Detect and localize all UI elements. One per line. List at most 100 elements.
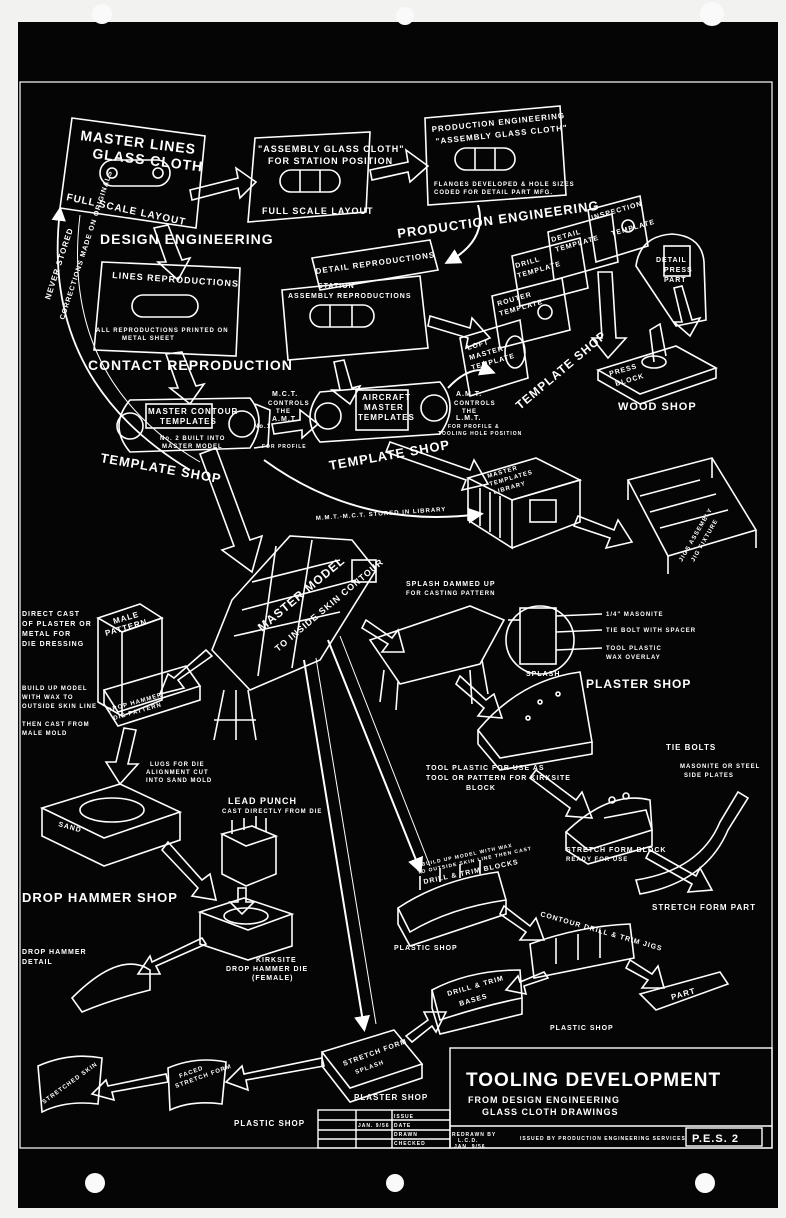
splash-section-3: TOOL PLASTIC — [606, 646, 662, 652]
drill-trim-bases — [431, 969, 523, 1035]
amt-controls-6: TOOLING HOLE POSITION — [438, 431, 522, 437]
prod-glass-note2: CODED FOR DETAIL PART MFG. — [434, 190, 553, 196]
arrow-mct-to-library — [263, 459, 484, 524]
arrow-glass-to-assembly — [189, 166, 258, 201]
sand-mold — [39, 783, 183, 867]
mct-title2: TEMPLATES — [160, 417, 217, 426]
mct-note1: No. 2 BUILT INTO — [160, 436, 225, 442]
issued-by: ISSUED BY PRODUCTION ENGINEERING SERVICE… — [520, 1136, 686, 1142]
detail-reproductions-sheet — [281, 239, 439, 361]
amt-controls-4: L.M.T. — [456, 415, 481, 422]
mct-controls-4: A.M.T. — [272, 416, 298, 423]
mct-controls-1: M.C.T. — [272, 391, 298, 398]
assembly-glass-cloth — [247, 131, 371, 223]
master-contour-templates — [116, 397, 271, 453]
arrow-design-down — [152, 224, 192, 282]
kirksite-die — [197, 897, 295, 961]
assembly-glass-sub: FOR STATION POSITION — [268, 156, 393, 166]
mct-controls-2: CONTROLS — [268, 401, 310, 407]
splash-dammed-2: FOR CASTING PATTERN — [406, 591, 495, 597]
drill-trim-blocks — [396, 860, 508, 947]
detail-template — [547, 212, 619, 282]
lugs-2: ALIGNMENT CUT — [146, 770, 209, 776]
direct-cast-2: OF PLASTER OR — [22, 621, 92, 628]
tool-plastic-2: TOOL OR PATTERN FOR KIRKSITE — [426, 775, 571, 782]
arrow-die-to-detail — [136, 936, 208, 975]
title-block-frame — [317, 1047, 773, 1149]
mct-title1: MASTER CONTOUR — [148, 407, 238, 416]
lead-punch-title: LEAD PUNCH — [228, 796, 297, 806]
direct-cast-1: DIRECT CAST — [22, 611, 80, 618]
loft-master-template — [459, 318, 529, 398]
drawn-initials: L.C.D. — [458, 1138, 478, 1144]
drawn-date: JAN. 9/56 — [454, 1144, 486, 1150]
splash-section-4: WAX OVERLAY — [606, 655, 661, 661]
tie-bolts-label: TIE BOLTS — [666, 743, 716, 752]
assembly-glass-title: "ASSEMBLY GLASS CLOTH" — [258, 144, 405, 154]
kirksite-2: DROP HAMMER DIE — [226, 966, 308, 973]
stretch-form-block — [564, 792, 653, 865]
tooling-development-title: TOOLING DEVELOPMENT — [466, 1070, 721, 1091]
detail-press-part — [635, 233, 707, 327]
lugs-3: INTO SAND MOLD — [146, 778, 212, 784]
drill-template — [511, 237, 589, 307]
lugs-1: LUGS FOR DIE — [150, 762, 205, 768]
arrow-production-down — [444, 204, 481, 264]
lines-repro-note2: METAL SHEET — [122, 336, 175, 342]
plaster-shop-right-label: PLASTER SHOP — [586, 677, 691, 691]
splash-dammed — [368, 605, 506, 711]
tool-plastic-block — [476, 671, 593, 771]
lines-repro-note1: ALL REPRODUCTIONS PRINTED ON — [96, 328, 229, 334]
plaster-shop-bottom-label: PLASTER SHOP — [354, 1093, 428, 1102]
plastic-shop-2: PLASTIC SHOP — [550, 1025, 614, 1032]
arrow-mct-to-amt — [271, 408, 320, 440]
contour-drill-trim-jigs — [529, 923, 635, 979]
router-template — [491, 277, 571, 349]
faced-stretch-form — [167, 1059, 227, 1112]
kirksite-3: (FEMALE) — [252, 975, 293, 982]
aircraft-master-templates — [309, 381, 451, 443]
drop-hammer-detail — [70, 963, 151, 1013]
mct-no1: No.1 — [254, 424, 271, 430]
corrections-feedback-arrow — [51, 206, 191, 471]
contact-reproduction-label: CONTACT REPRODUCTION — [88, 357, 293, 373]
arrow-inspection-down — [590, 271, 628, 360]
arrow-detail-press-down — [671, 285, 702, 338]
wood-shop-label: WOOD SHOP — [618, 401, 697, 413]
arrow-model-to-drill-trim-blocks — [327, 639, 423, 874]
tool-plastic-3: BLOCK — [466, 785, 496, 792]
master-templates-library — [465, 457, 583, 550]
punch-hole — [396, 7, 414, 25]
detail-press-1: DETAIL — [656, 257, 687, 264]
amt-controls-5: FOR PROFILE & — [448, 424, 500, 430]
arrow-punch-to-die — [228, 887, 256, 916]
splash-section-2: TIE BOLT WITH SPACER — [606, 628, 696, 634]
build-up-4: THEN CAST FROM — [22, 722, 90, 728]
arrow-jigs-to-part — [624, 958, 666, 989]
lead-punch — [219, 816, 279, 887]
splash-dammed-1: SPLASH DAMMED UP — [406, 581, 496, 588]
splash-tag: SPLASH — [526, 671, 560, 678]
master-lines-glass-cloth — [59, 117, 206, 229]
masonite-2: SIDE PLATES — [684, 773, 734, 779]
mct-note2: MASTER MODEL — [162, 444, 223, 450]
redrawn-by: REDRAWN BY — [452, 1132, 496, 1138]
arrow-block-to-part — [644, 848, 714, 893]
arrow-mct-to-master-model — [198, 446, 264, 574]
arrow-jigs-to-bases — [504, 971, 550, 996]
stretch-block-2: READY FOR USE — [566, 857, 628, 863]
direct-cast-4: DIE DRESSING — [22, 641, 84, 648]
rev-drawn: DRAWN — [394, 1132, 418, 1138]
amt-title3: TEMPLATES — [358, 413, 415, 422]
part-piece — [638, 971, 730, 1011]
arrow-amt-to-loft — [447, 360, 496, 389]
punch-hole — [92, 4, 112, 24]
production-glass-cloth — [424, 105, 567, 206]
inspection-template — [587, 194, 649, 264]
punch-hole — [386, 1174, 404, 1192]
mct-controls-3: THE — [276, 409, 291, 415]
detail-press-2: PRESS — [664, 267, 693, 274]
jig-assembly — [626, 457, 758, 574]
punch-hole — [85, 1173, 105, 1193]
